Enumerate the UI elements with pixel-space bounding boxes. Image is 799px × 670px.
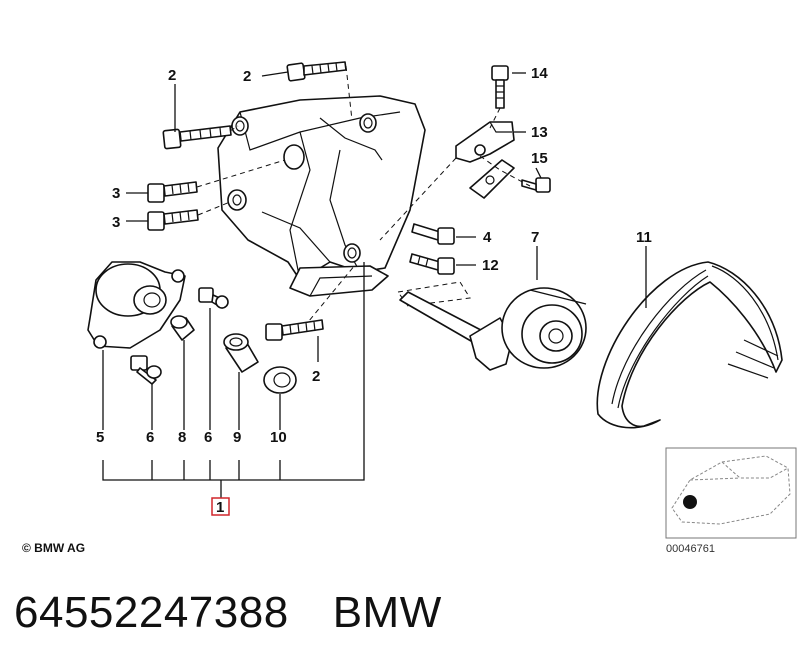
callout-2-lower[interactable]: 2 <box>312 368 320 385</box>
diagram-reference-code: 00046761 <box>666 543 715 555</box>
bolt-2-left <box>162 125 232 150</box>
brand: BMW <box>332 588 442 637</box>
callout-8[interactable]: 8 <box>178 429 186 446</box>
callout-11[interactable]: 11 <box>636 229 652 246</box>
callout-12[interactable]: 12 <box>482 257 499 274</box>
bracket-13 <box>455 121 515 163</box>
bolt-12 <box>409 253 455 275</box>
bolt-2-lower <box>265 319 324 341</box>
callout-7[interactable]: 7 <box>531 229 539 246</box>
callout-3-upper[interactable]: 3 <box>112 185 120 202</box>
callout-10[interactable]: 10 <box>270 429 287 446</box>
bolt-6-left <box>130 355 162 385</box>
copyright: © BMW AG <box>22 541 86 555</box>
bolt-4 <box>411 223 455 245</box>
car-thumbnail <box>665 447 797 539</box>
callout-9[interactable]: 9 <box>233 429 241 446</box>
bolt-6-mid <box>198 287 229 309</box>
idler-pulley-5 <box>87 261 186 349</box>
washer-10 <box>263 366 297 394</box>
location-marker <box>683 495 697 509</box>
callout-13[interactable]: 13 <box>531 124 548 141</box>
bolt-3-upper <box>147 181 198 203</box>
callout-14[interactable]: 14 <box>531 65 548 82</box>
belt-11 <box>596 261 783 429</box>
highlight-box <box>211 497 230 516</box>
bushing-9 <box>223 333 259 373</box>
plate-13 <box>469 159 515 199</box>
leader-lines <box>102 71 647 498</box>
callout-1[interactable]: 1 <box>216 499 224 516</box>
part-number: 64552247388 <box>14 588 289 637</box>
sleeve-8 <box>170 315 195 341</box>
bolt-15 <box>521 177 551 193</box>
callout-3-lower[interactable]: 3 <box>112 214 120 231</box>
callout-4[interactable]: 4 <box>483 229 492 246</box>
bolt-14 <box>491 65 509 109</box>
callout-2-top-left[interactable]: 2 <box>168 67 176 84</box>
callout-6-right[interactable]: 6 <box>204 429 212 446</box>
footer: 64552247388 BMW <box>14 588 486 638</box>
callout-5[interactable]: 5 <box>96 429 104 446</box>
callout-6-left[interactable]: 6 <box>146 429 154 446</box>
bolt-3-lower <box>147 209 199 231</box>
callout-15[interactable]: 15 <box>531 150 548 167</box>
bolt-2-top <box>286 61 347 82</box>
tensioner-7 <box>399 287 587 371</box>
callout-2-top[interactable]: 2 <box>243 68 251 85</box>
bracket <box>217 95 426 297</box>
